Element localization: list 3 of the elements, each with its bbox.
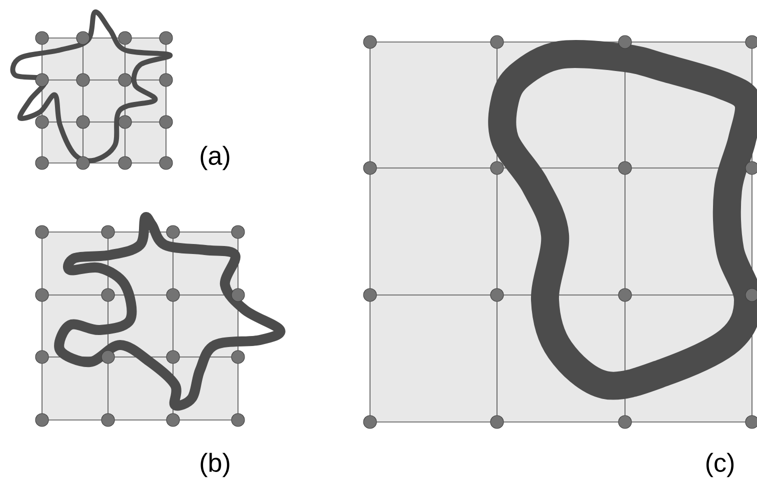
panel-label: (b) xyxy=(200,452,230,478)
panel-label: (a) xyxy=(200,146,230,170)
panel-label: (c) xyxy=(706,452,734,478)
